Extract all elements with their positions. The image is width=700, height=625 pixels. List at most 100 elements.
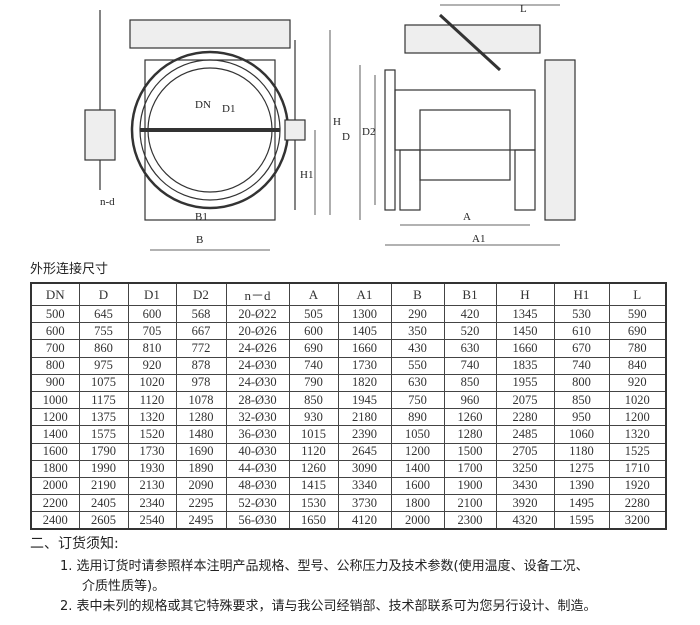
table-cell: 1920 [608,476,667,496]
table-cell: 1200 [30,408,80,427]
table-cell: 32-Ø30 [225,408,290,427]
table-cell: 2180 [337,408,392,427]
table-cell: 3090 [337,459,392,478]
table-cell: 1075 [78,373,129,392]
table-cell: 2495 [175,511,227,530]
column-header: A [288,282,339,306]
table-cell: 500 [30,304,80,324]
table-cell: 850 [443,373,497,392]
table-cell: 750 [390,390,445,410]
table-cell: 2605 [78,511,129,530]
valve-technical-drawing: DN D1 H H1 n-d B1 B L D D2 A A1 [84,3,576,251]
table-cell: 590 [608,304,667,324]
table-cell: 1120 [288,442,339,461]
table-cell: 28-Ø30 [225,390,290,410]
column-header: B [390,282,445,306]
table-cell: 630 [390,373,445,392]
table-cell: 950 [553,408,610,427]
table-cell: 1375 [78,408,129,427]
table-cell: 810 [127,339,177,358]
table-cell: 1710 [608,459,667,478]
table-cell: 630 [443,339,497,358]
table-cell: 850 [553,390,610,410]
table-cell: 920 [608,373,667,392]
table-cell: 1730 [337,356,392,375]
table-cell: 705 [127,322,177,341]
table-cell: 4120 [337,511,392,530]
table-cell: 24-Ø26 [225,339,290,358]
table-cell: 2405 [78,494,129,513]
column-header: n－d [225,282,290,306]
column-header: A1 [337,282,392,306]
table-cell: 1050 [390,425,445,444]
ordering-notes: 二、订货须知: 1. 选用订货时请参照样本注明产品规格、型号、公称压力及技术参数… [30,533,690,617]
label-n-d: n-d [100,196,115,208]
note-item-2: 2. 表中未列的规格或其它特殊要求，请与我公司经销部、技术部联系可为您另行设计、… [60,599,597,614]
table-cell: 690 [608,322,667,341]
table-cell: 1345 [495,304,555,324]
table-cell: 2000 [30,476,80,496]
table-cell: 1900 [443,476,497,496]
table-cell: 2390 [337,425,392,444]
table-cell: 755 [78,322,129,341]
table-cell: 1200 [608,408,667,427]
table-cell: 1945 [337,390,392,410]
table-cell: 1300 [337,304,392,324]
table-cell: 56-Ø30 [225,511,290,530]
table-cell: 20-Ø22 [225,304,290,324]
table-cell: 1020 [127,373,177,392]
table-cell: 1660 [337,339,392,358]
table-cell: 2200 [30,494,80,513]
column-header: L [608,282,667,306]
table-cell: 1690 [175,442,227,461]
table-cell: 1020 [608,390,667,410]
table-cell: 1800 [390,494,445,513]
label-a1: A1 [472,233,485,245]
table-cell: 3920 [495,494,555,513]
table-cell: 2280 [608,494,667,513]
table-cell: 1700 [443,459,497,478]
table-cell: 1200 [390,442,445,461]
table-cell: 2540 [127,511,177,530]
table-cell: 700 [30,339,80,358]
table-cell: 2100 [443,494,497,513]
table-cell: 1530 [288,494,339,513]
table-cell: 2075 [495,390,555,410]
table-cell: 1015 [288,425,339,444]
table-cell: 350 [390,322,445,341]
table-cell: 600 [127,304,177,324]
table-cell: 1800 [30,459,80,478]
table-cell: 2485 [495,425,555,444]
table-cell: 667 [175,322,227,341]
note-item-1-continued: 介质性质等)。 [82,579,166,594]
table-cell: 1060 [553,425,610,444]
side-view [359,4,576,246]
table-cell: 1280 [443,425,497,444]
table-cell: 48-Ø30 [225,476,290,496]
table-cell: 1955 [495,373,555,392]
table-cell: 2280 [495,408,555,427]
table-cell: 800 [553,373,610,392]
table-cell: 1260 [443,408,497,427]
table-cell: 1000 [30,390,80,410]
label-b: B [196,234,203,246]
table-cell: 3730 [337,494,392,513]
table-cell: 920 [127,356,177,375]
table-cell: 790 [288,373,339,392]
table-cell: 1400 [390,459,445,478]
table-cell: 530 [553,304,610,324]
front-view [84,10,331,251]
table-cell: 1175 [78,390,129,410]
table-cell: 24-Ø30 [225,356,290,375]
table-cell: 1450 [495,322,555,341]
table-cell: 740 [553,356,610,375]
table-cell: 1575 [78,425,129,444]
table-cell: 3430 [495,476,555,496]
label-l: L [520,3,527,15]
